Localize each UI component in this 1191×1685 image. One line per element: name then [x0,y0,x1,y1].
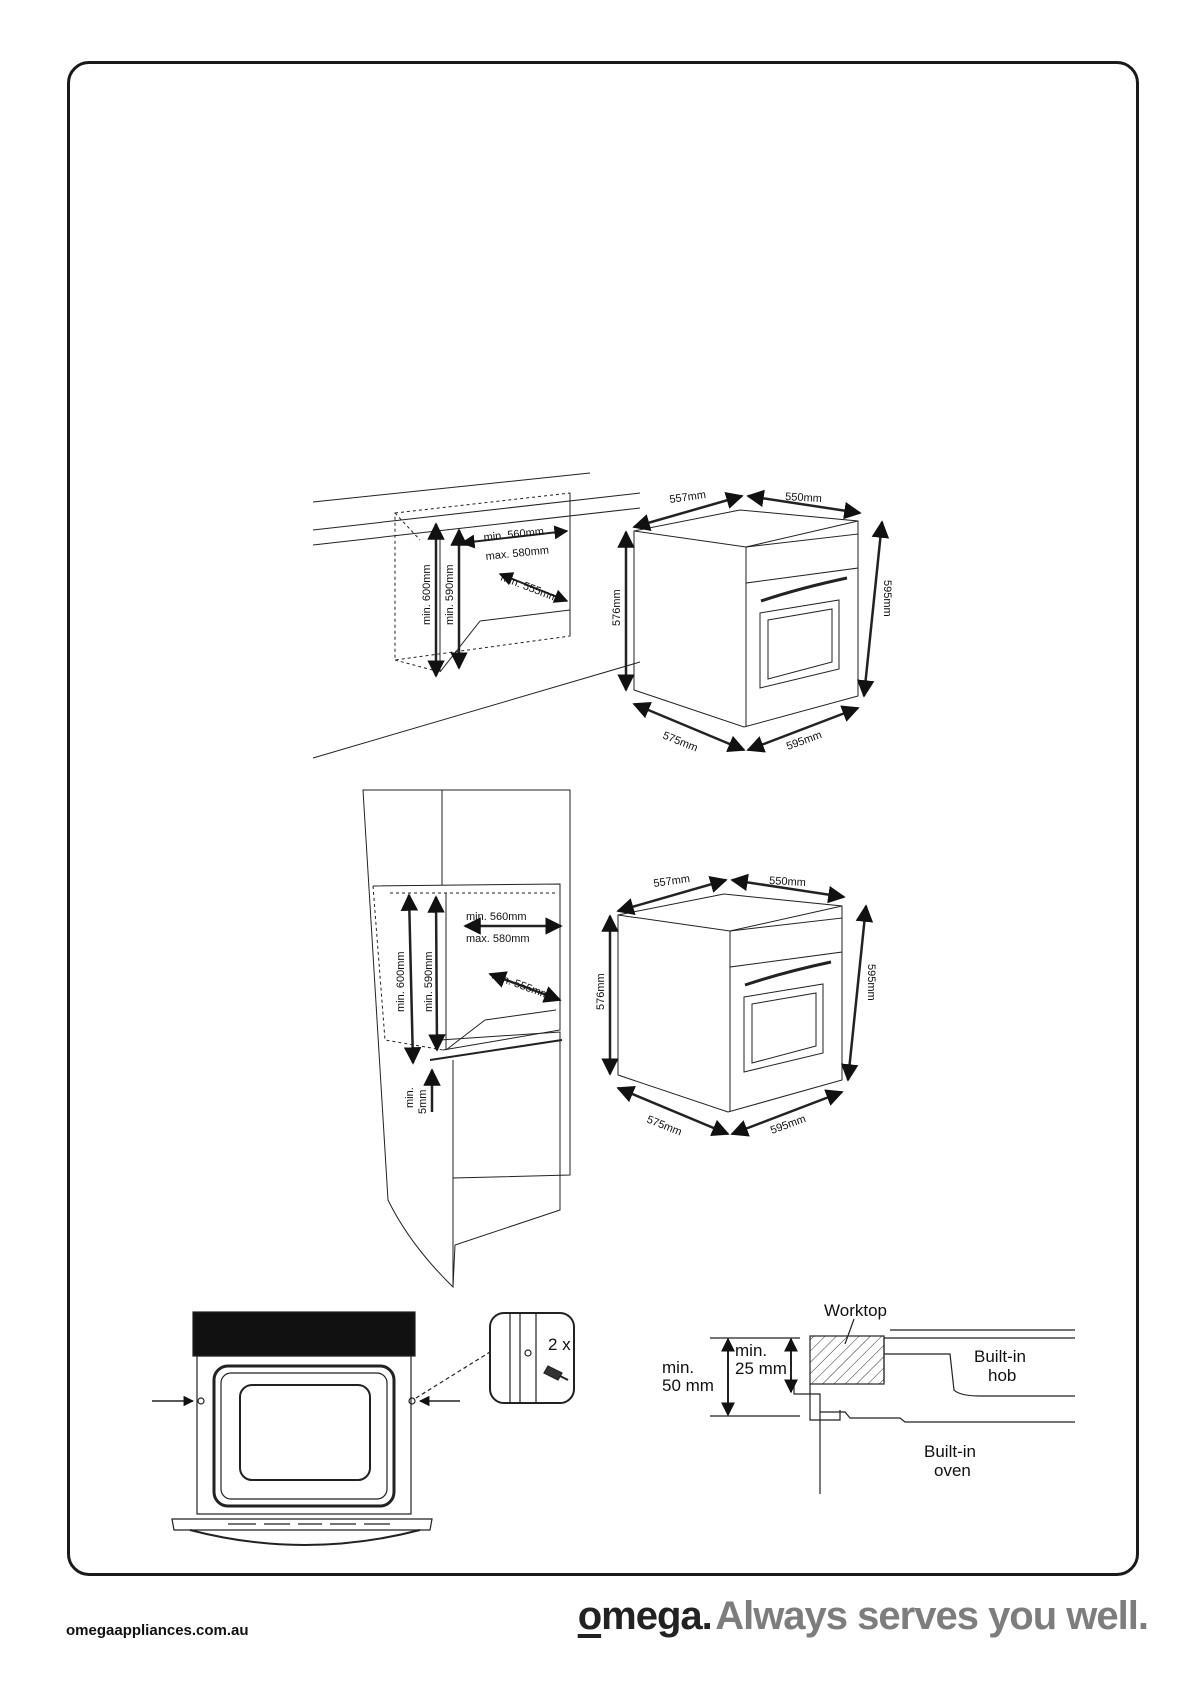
o2-width-top-label: 550mm [769,875,806,889]
d1-max-width-label: max. 580mm [485,544,549,563]
oven-line2: oven [934,1461,971,1480]
brand-tagline: Always serves you well. [715,1594,1149,1638]
o1-depth-top-label: 557mm [669,489,707,506]
diagram-tall-housing [362,789,571,1289]
d2-min-height-outer-label: min. 600mm [395,951,407,1012]
hob-line2: hob [988,1366,1016,1385]
page-frame [67,61,1139,1576]
footer-website-link[interactable]: omegaappliances.com.au [66,1622,249,1639]
diagram-oven-fixing [152,1311,575,1546]
d2-min-depth-label: min. 555mm [490,970,551,1002]
o1-height-front-label: 595mm [881,580,893,617]
min-inner-line1: min. [735,1341,767,1360]
brand-wordmark: omega. [577,1594,713,1638]
o2-height-side-label: 576mm [595,973,607,1010]
min-outer-line2: 50 mm [662,1376,714,1395]
d2-min-gap-line1: min. [404,1087,416,1108]
o1-height-side-label: 576mm [611,589,623,626]
d1-min-width-label: min. 560mm [483,526,544,544]
footer-brand-logo: omega. Always serves you well. [577,1594,1149,1639]
o1-depth-bottom-label: 575mm [661,730,700,755]
oven-line1: Built-in [924,1442,976,1461]
o2-height-front-label: 595mm [865,964,877,1001]
diagram-oven-dimensions-1 [617,489,890,753]
d2-min-gap-line2: 5mm [417,1090,429,1114]
screw-count-label: 2 x [548,1335,571,1354]
d1-min-height-inner-label: min. 590mm [444,564,456,625]
o1-width-top-label: 550mm [785,491,822,505]
o2-depth-top-label: 557mm [653,873,691,890]
d2-min-width-label: min. 560mm [466,911,527,923]
d2-max-width-label: max. 580mm [466,933,530,945]
d2-min-height-inner-label: min. 590mm [423,951,435,1012]
diagram-undercounter-cabinet [312,472,641,759]
min-inner-line2: 25 mm [735,1359,787,1378]
o2-depth-bottom-label: 575mm [645,1114,684,1139]
hob-line1: Built-in [974,1347,1026,1366]
diagram-worktop-section [710,1318,1075,1494]
diagram-oven-dimensions-2 [601,873,874,1137]
d1-min-height-outer-label: min. 600mm [421,564,433,625]
d1-min-depth-label: min. 555mm [499,572,560,605]
worktop-label: Worktop [824,1301,887,1320]
min-outer-line1: min. [662,1358,694,1377]
